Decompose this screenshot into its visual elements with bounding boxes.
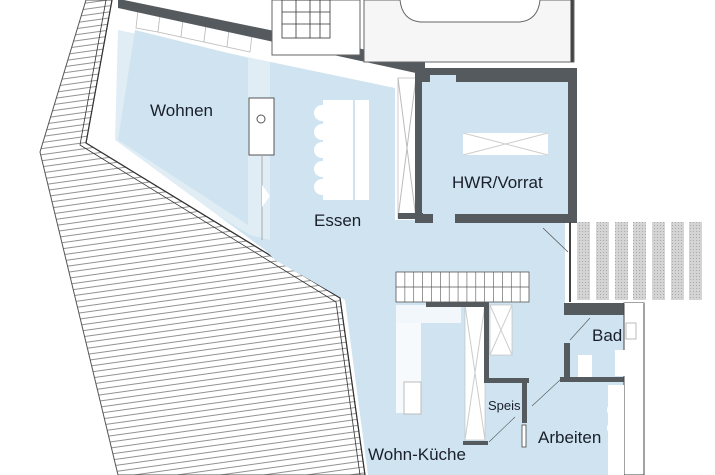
interior-walls bbox=[426, 302, 642, 445]
main-stair bbox=[395, 271, 530, 303]
room-label-essen: Essen bbox=[314, 211, 361, 230]
room-label-speis: Speis bbox=[488, 398, 521, 413]
dining-table bbox=[314, 100, 369, 200]
outdoor-steps bbox=[577, 222, 702, 300]
car-icon bbox=[399, 0, 541, 23]
facade-line bbox=[85, 0, 366, 475]
stair-upper bbox=[281, 0, 331, 39]
room-label-wohnen: Wohnen bbox=[150, 101, 213, 120]
room-label-bad: Bad bbox=[592, 326, 622, 345]
room-label-wohn-kueche: Wohn-Küche bbox=[368, 445, 466, 464]
wohnen-area bbox=[118, 30, 248, 225]
room-label-arbeiten: Arbeiten bbox=[538, 428, 601, 447]
hwr-room bbox=[415, 68, 577, 224]
room-label-hwr: HWR/Vorrat bbox=[452, 173, 543, 192]
